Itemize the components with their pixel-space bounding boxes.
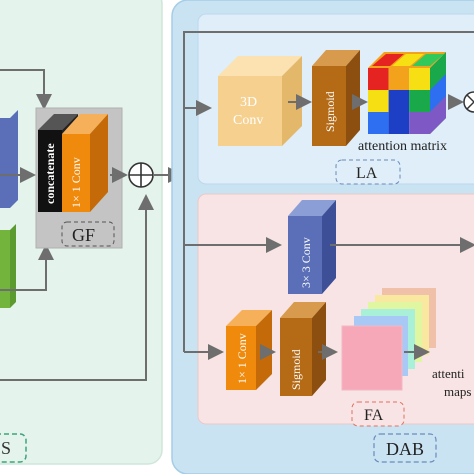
attention-matrix-cube — [368, 52, 446, 134]
conv3x3-label: 3× 3 Conv — [299, 237, 313, 288]
la-sigmoid-block: Sigmoid — [312, 50, 360, 146]
fa-sigmoid-label: Sigmoid — [289, 349, 303, 390]
dab-label: DAB — [386, 439, 424, 459]
gf-group: concatenate 1× 1 Conv GF — [35, 107, 123, 249]
la-sigmoid-label: Sigmoid — [323, 91, 337, 132]
fa-label: FA — [364, 407, 384, 424]
conv3d-label-line2: Conv — [233, 113, 263, 128]
fa-sigmoid-block: Sigmoid — [280, 302, 326, 396]
attention-maps-label-line1: attenti — [432, 366, 465, 381]
la-label: LA — [356, 165, 378, 182]
gf-conv-label: 1× 1 Conv — [69, 157, 83, 208]
attention-maps-stack — [341, 288, 436, 391]
left-section-label: S — [1, 438, 11, 458]
multiply-node — [463, 91, 474, 113]
concatenate-label: concatenate — [43, 143, 57, 204]
conv3x3-block: 3× 3 Conv — [288, 200, 336, 294]
fa-conv-block: 1× 1 Conv — [226, 310, 272, 390]
attention-matrix-label: attention matrix — [358, 139, 447, 154]
attention-maps-label-line2: maps — [444, 384, 471, 399]
gf-label: GF — [72, 225, 95, 245]
conv3d-label-line1: 3D — [240, 95, 257, 110]
fa-conv-label: 1× 1 Conv — [235, 333, 249, 384]
